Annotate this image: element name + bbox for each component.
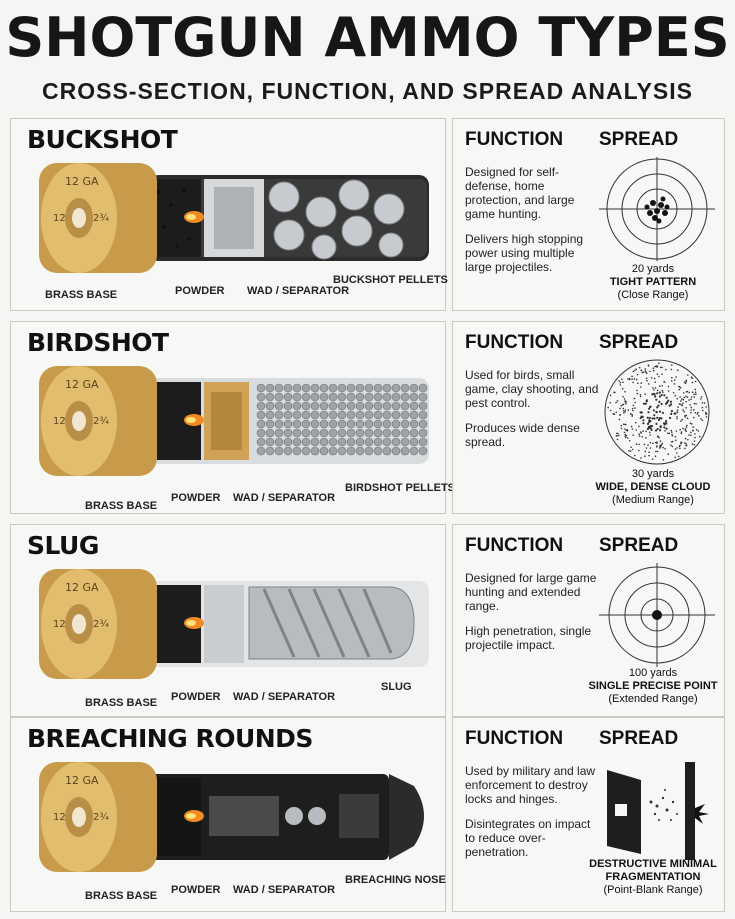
svg-text:12 GA: 12 GA — [65, 378, 99, 391]
label-wad: WAD / SEPARATOR — [233, 884, 336, 896]
birdshot-pellets — [256, 383, 428, 456]
section-breaching-rounds: BREACHING ROUNDS 12 GA 12 2¾ BRASS BASE — [10, 717, 725, 912]
spread-caption: DESTRUCTIVE MINIMAL FRAGMENTATION (Point… — [589, 858, 717, 896]
birdshot-title: BIRDSHOT — [27, 328, 169, 357]
function-description: Designed for large game hunting and exte… — [465, 571, 597, 652]
buckshot-info-panel: FUNCTION SPREAD Designed for self-defens… — [452, 118, 725, 311]
spread-caption: 100 yards SINGLE PRECISE POINT (Extended… — [588, 667, 718, 705]
spread-heading: SPREAD — [599, 129, 679, 150]
function-description: Designed for self-defense, home protecti… — [465, 165, 584, 274]
spread-caption: 30 yards WIDE, DENSE CLOUD (Medium Range… — [595, 468, 711, 506]
function-heading: FUNCTION — [465, 728, 564, 749]
label-brass-base: BRASS BASE — [85, 500, 158, 512]
wad-separator — [209, 796, 279, 836]
page-subtitle: CROSS-SECTION, FUNCTION, AND SPREAD ANAL… — [42, 78, 693, 104]
function-heading: FUNCTION — [465, 129, 564, 150]
tight-pattern-target-icon — [599, 157, 715, 261]
spread-heading: SPREAD — [599, 332, 679, 353]
svg-text:2¾: 2¾ — [93, 812, 109, 823]
birdshot-shell-illustration: 12 GA 12 2¾ — [39, 366, 429, 476]
svg-text:2¾: 2¾ — [93, 619, 109, 630]
buckshot-pellets — [268, 179, 405, 260]
svg-text:12 GA: 12 GA — [65, 774, 99, 787]
door-fragmentation-icon — [607, 762, 709, 860]
label-powder: POWDER — [171, 492, 221, 504]
label-powder: POWDER — [171, 884, 221, 896]
slug-title: SLUG — [27, 531, 99, 560]
single-point-target-icon — [599, 563, 715, 667]
label-wad: WAD / SEPARATOR — [233, 691, 336, 703]
spread-caption: 20 yards TIGHT PATTERN (Close Range) — [609, 263, 697, 301]
svg-text:12: 12 — [53, 416, 66, 427]
breaching-diagram-panel: BREACHING ROUNDS 12 GA 12 2¾ BRASS BASE — [10, 717, 446, 912]
label-payload: BREACHING NOSE — [345, 874, 446, 886]
label-brass-base: BRASS BASE — [85, 890, 158, 902]
label-wad: WAD / SEPARATOR — [233, 492, 336, 504]
label-powder: POWDER — [171, 691, 221, 703]
slug-projectile — [248, 586, 415, 660]
svg-text:12: 12 — [53, 213, 66, 224]
page-title: SHOTGUN AMMO TYPES — [5, 6, 730, 69]
svg-text:12: 12 — [53, 619, 66, 630]
svg-text:12 GA: 12 GA — [65, 175, 99, 188]
label-brass-base: BRASS BASE — [45, 289, 118, 301]
breaching-title: BREACHING ROUNDS — [27, 724, 313, 753]
label-payload: BUCKSHOT PELLETS — [333, 274, 448, 286]
breaching-nose — [389, 774, 424, 860]
function-heading: FUNCTION — [465, 535, 564, 556]
function-heading: FUNCTION — [465, 332, 564, 353]
label-powder: POWDER — [175, 285, 225, 297]
section-slug: SLUG 12 GA 12 2¾ BRASS BASE POW — [10, 524, 725, 717]
svg-text:2¾: 2¾ — [93, 213, 109, 224]
breaching-info-panel: FUNCTION SPREAD Used by military and law… — [452, 717, 725, 912]
label-payload: SLUG — [381, 681, 412, 693]
buckshot-diagram-panel: BUCKSHOT 12 GA 12 2¾ — [10, 118, 448, 311]
buckshot-shell-illustration: 12 GA 12 2¾ — [39, 163, 429, 273]
svg-text:12 GA: 12 GA — [65, 581, 99, 594]
section-buckshot: BUCKSHOT 12 GA 12 2¾ — [10, 118, 725, 311]
label-payload: BIRDSHOT PELLETS — [345, 482, 456, 494]
spread-heading: SPREAD — [599, 535, 679, 556]
buckshot-title: BUCKSHOT — [27, 125, 178, 154]
label-brass-base: BRASS BASE — [85, 697, 158, 709]
dense-cloud-pattern-icon — [604, 359, 710, 465]
function-description: Used for birds, small game, clay shootin… — [465, 368, 599, 449]
label-wad: WAD / SEPARATOR — [247, 285, 350, 297]
function-description: Used by military and law enforcement to … — [465, 764, 596, 859]
slug-shell-illustration: 12 GA 12 2¾ — [39, 569, 429, 679]
breaching-shell-illustration: 12 GA 12 2¾ — [39, 762, 424, 872]
svg-text:12: 12 — [53, 812, 66, 823]
birdshot-info-panel: FUNCTION SPREAD Used for birds, small ga… — [452, 321, 725, 514]
spread-heading: SPREAD — [599, 728, 679, 749]
wad-separator — [204, 585, 244, 663]
section-birdshot: BIRDSHOT 12 GA 12 2¾ BRASS BASE POWDER W… — [10, 321, 725, 514]
svg-text:2¾: 2¾ — [93, 416, 109, 427]
slug-info-panel: FUNCTION SPREAD Designed for large game … — [452, 524, 725, 717]
slug-diagram-panel: SLUG 12 GA 12 2¾ BRASS BASE POW — [10, 524, 446, 717]
birdshot-diagram-panel: BIRDSHOT 12 GA 12 2¾ BRASS BASE POWDER W… — [10, 321, 455, 514]
